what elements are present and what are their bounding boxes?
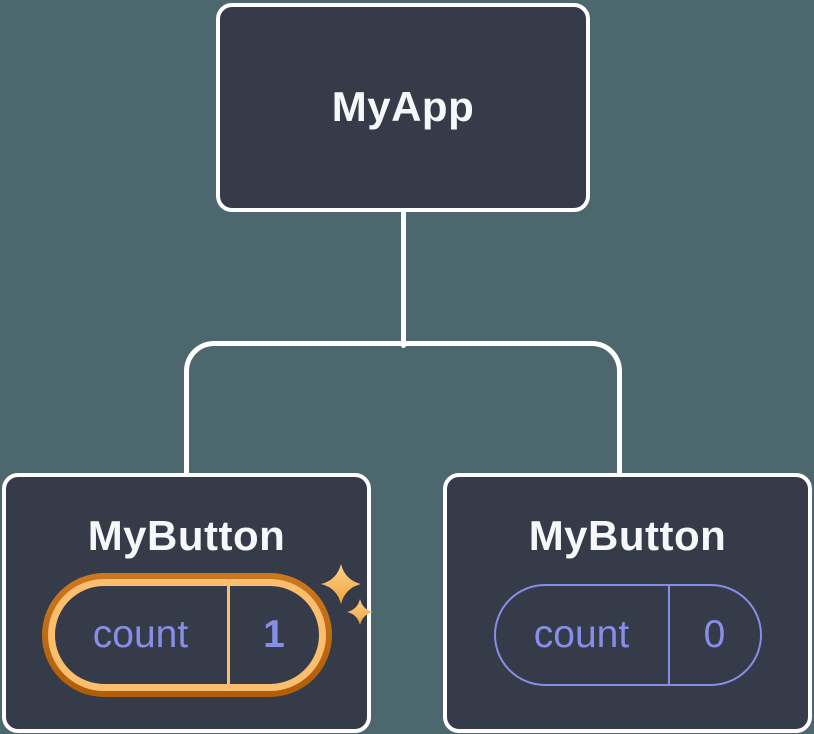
state-value-label: 0 — [703, 613, 726, 657]
root-to-branch-line — [401, 210, 406, 348]
state-updated-highlight-ring: count 1 — [41, 573, 332, 698]
state-key-label: count — [92, 613, 189, 657]
mybutton-node-2-label: MyButton — [528, 512, 727, 559]
mybutton-node-2: MyButton count 0 — [443, 473, 812, 733]
mybutton-node-1: MyButton count 1 — [2, 473, 373, 733]
myapp-node-label: MyApp — [331, 83, 475, 131]
myapp-node: MyApp — [216, 3, 590, 212]
state-key-label: count — [533, 613, 630, 657]
state-value-label: 1 — [263, 613, 285, 657]
branch-connector — [184, 341, 622, 475]
count-state-pill: count 0 — [493, 584, 762, 687]
mybutton-node-1-label: MyButton — [87, 512, 286, 559]
pill-divider — [226, 586, 230, 685]
state-pill-row: count 1 — [41, 573, 332, 698]
pill-divider — [667, 586, 670, 685]
count-state-pill-highlighted: count 1 — [47, 579, 326, 692]
state-pill-row: count 0 — [493, 573, 762, 697]
